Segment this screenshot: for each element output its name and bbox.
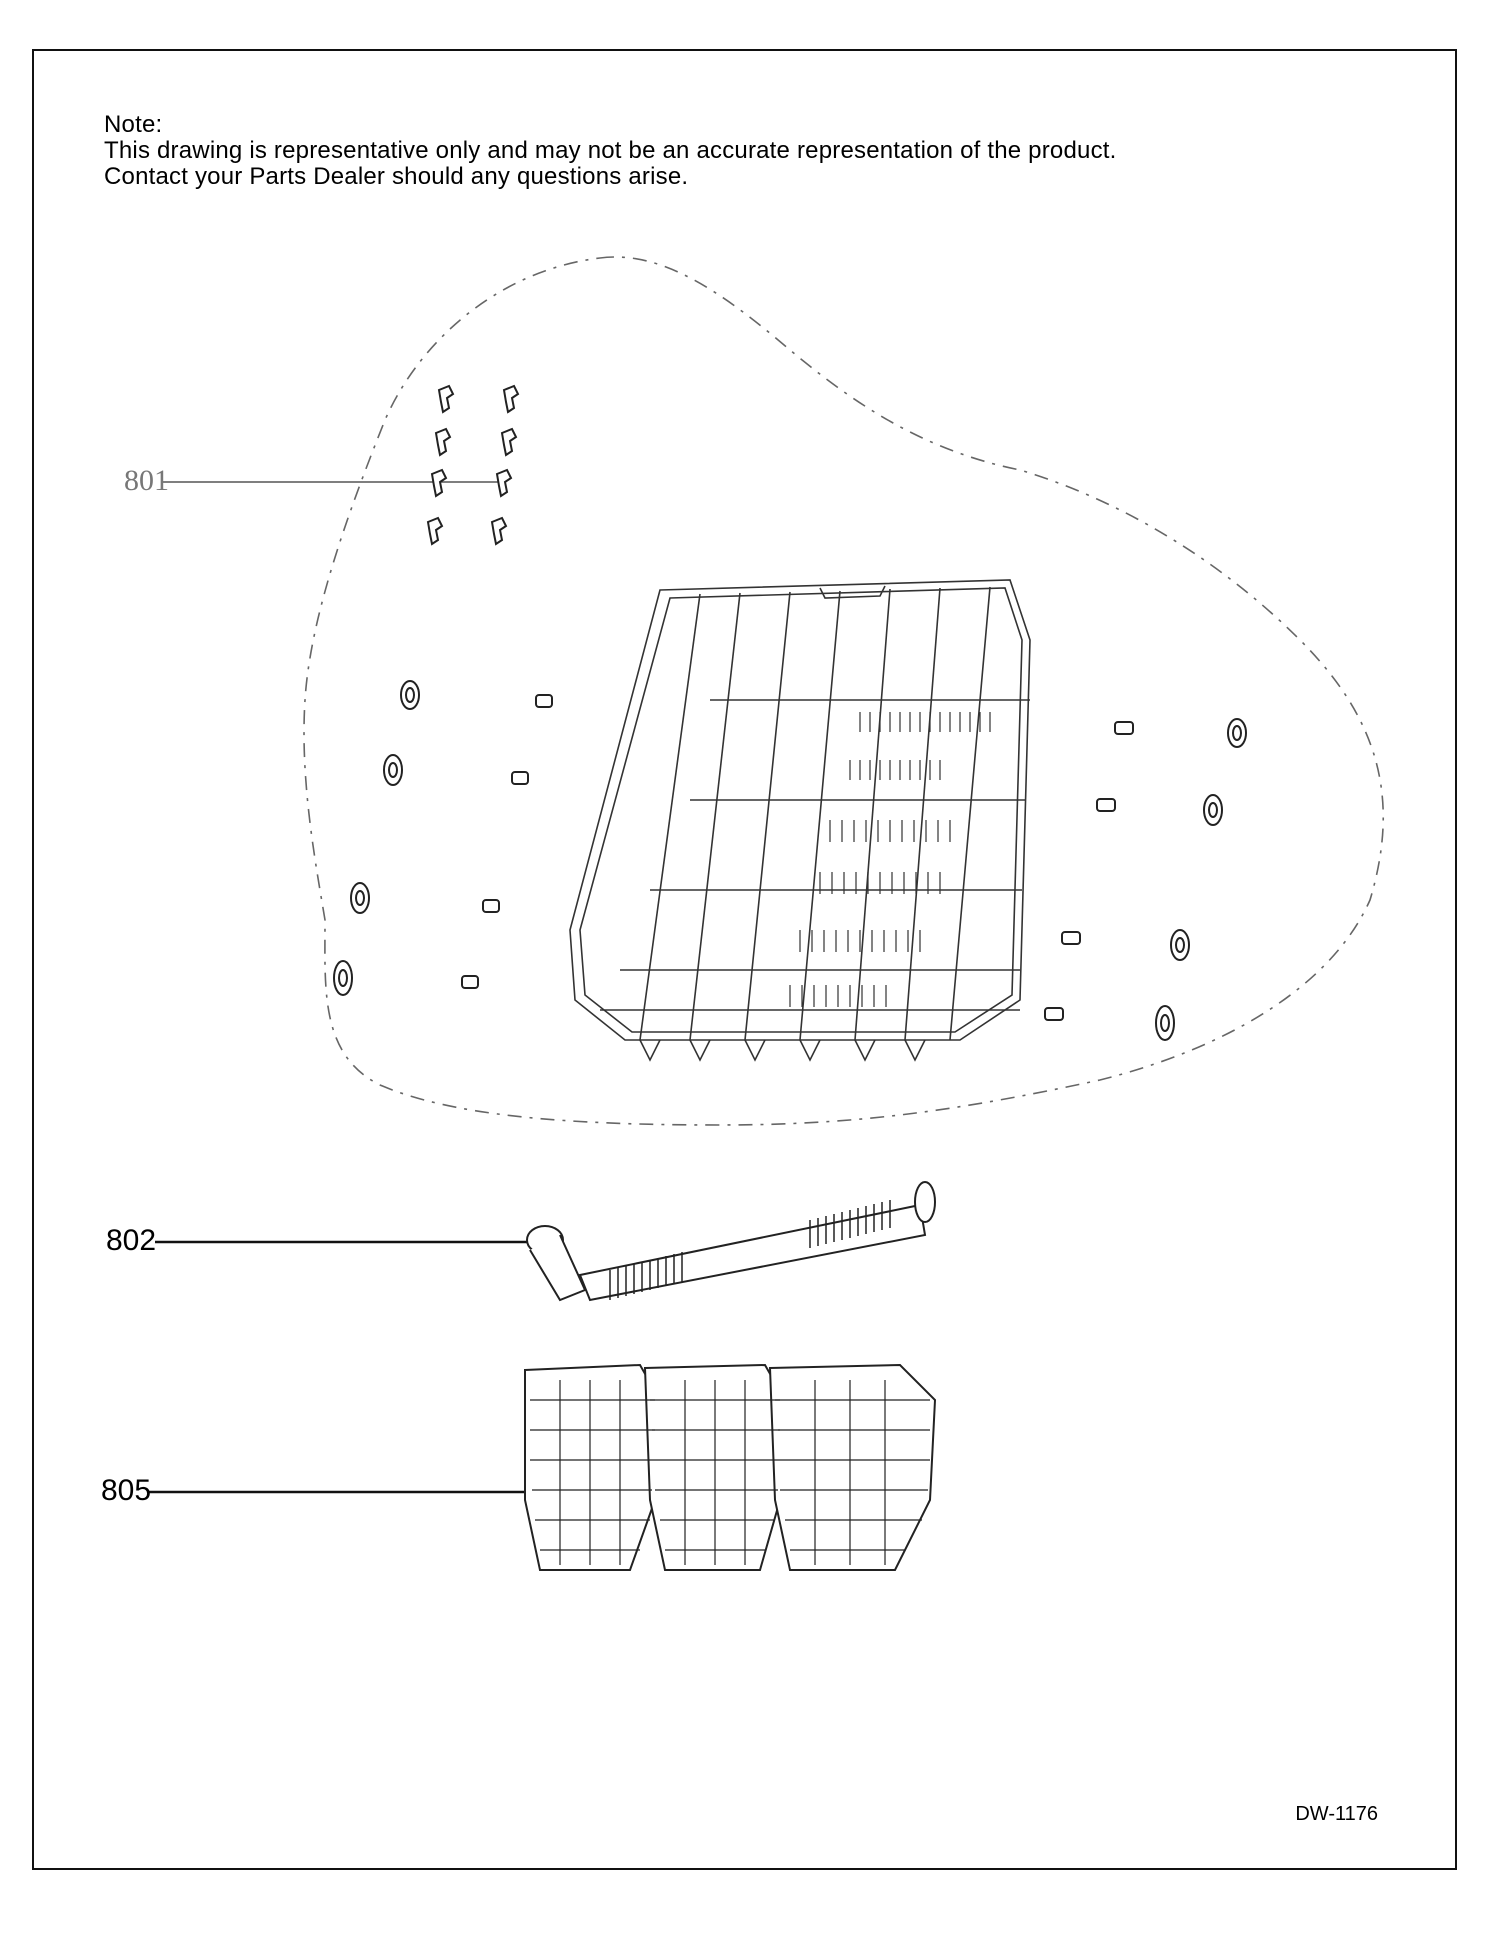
note-heading: Note:	[104, 111, 163, 138]
disclaimer-note: Note: This drawing is representative onl…	[104, 112, 1117, 190]
note-line-2: Contact your Parts Dealer should any que…	[104, 163, 689, 190]
drain-hose-icon	[526, 1181, 936, 1302]
group-outline	[303, 256, 1385, 1126]
silverware-basket-icon	[524, 1363, 937, 1571]
drawing-frame	[32, 49, 1457, 1870]
note-line-1: This drawing is representative only and …	[104, 137, 1117, 164]
roller-wheels-right-icon	[1155, 718, 1247, 1041]
document-id: DW-1176	[1295, 1803, 1378, 1825]
callout-801: 801	[124, 464, 169, 497]
roller-wheels-left-icon	[333, 680, 420, 996]
roller-axles-left-icon	[461, 694, 553, 989]
roller-axles-right-icon	[1044, 721, 1134, 1021]
dish-rack-icon	[569, 579, 1031, 1062]
clip-set-icon	[426, 384, 520, 546]
callout-805: 805	[101, 1474, 152, 1507]
callout-802: 802	[106, 1224, 157, 1257]
